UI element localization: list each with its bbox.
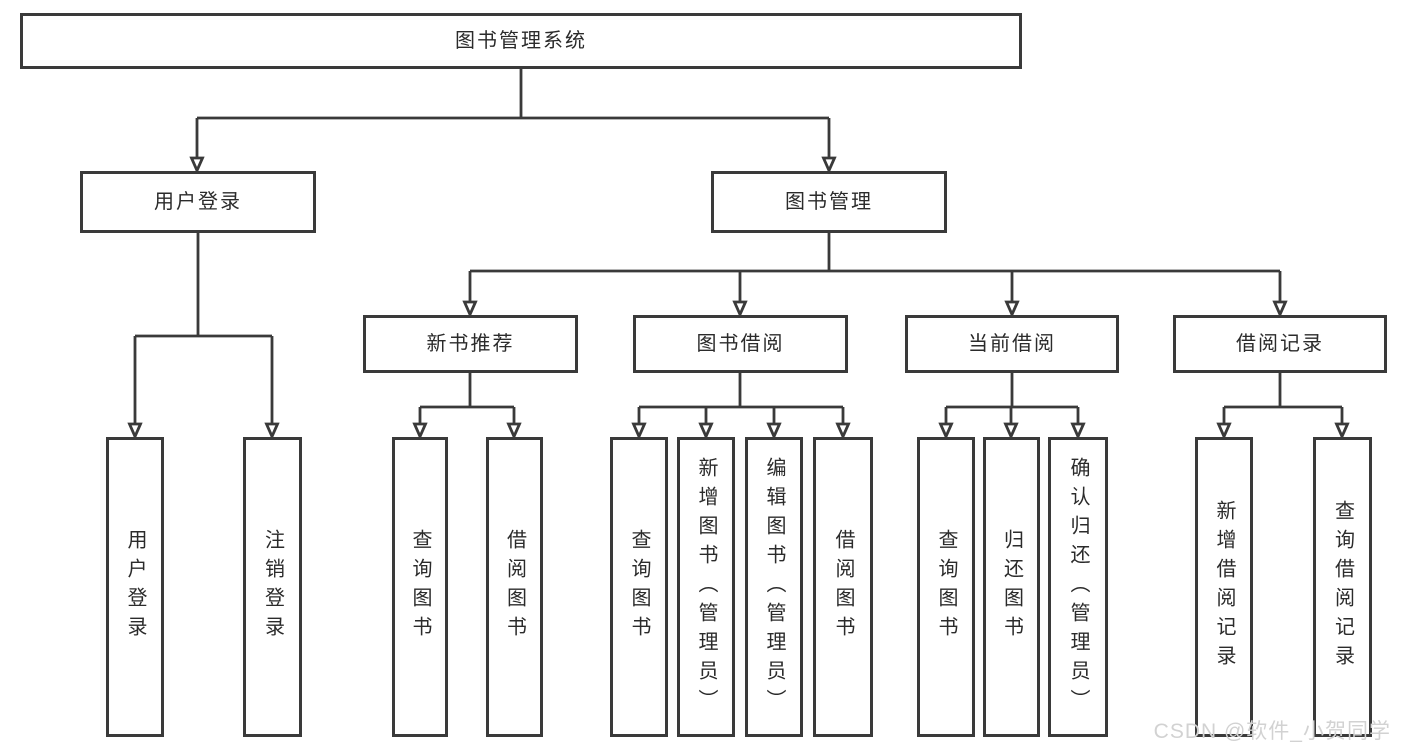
leaf-query-books-3: 查询图书 [917,437,975,737]
leaf-confirm-return-admin: 确认归还（管理员） [1048,437,1108,737]
leaf-logout: 注销登录 [243,437,302,737]
leaf-query-books-1: 查询图书 [392,437,448,737]
leaf-user-login: 用户登录 [106,437,164,737]
leaf-edit-books-admin: 编辑图书（管理员） [745,437,803,737]
leaf-add-books-admin: 新增图书（管理员） [677,437,735,737]
leaf-query-books-2: 查询图书 [610,437,668,737]
leaf-add-borrow-record: 新增借阅记录 [1195,437,1253,737]
node-new-book-recommendation: 新书推荐 [363,315,578,373]
node-user-login-branch: 用户登录 [80,171,316,233]
node-library-management-system: 图书管理系统 [20,13,1022,69]
csdn-watermark: CSDN @软件_小贺同学 [1153,720,1391,743]
leaf-query-borrow-record: 查询借阅记录 [1313,437,1372,737]
node-book-borrowing: 图书借阅 [633,315,848,373]
node-book-management-branch: 图书管理 [711,171,947,233]
leaf-return-books: 归还图书 [983,437,1040,737]
node-borrowing-records: 借阅记录 [1173,315,1387,373]
node-current-borrowing: 当前借阅 [905,315,1119,373]
leaf-borrow-books-2: 借阅图书 [813,437,873,737]
leaf-borrow-books-1: 借阅图书 [486,437,543,737]
